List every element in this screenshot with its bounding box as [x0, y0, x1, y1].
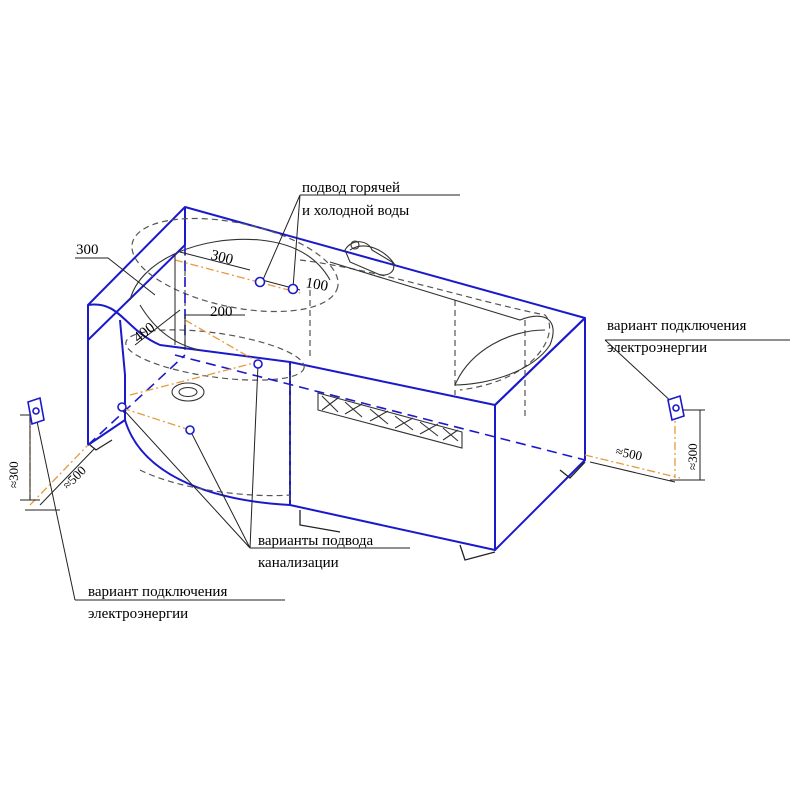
label-hot-cold-line2: и холодной воды [302, 203, 409, 219]
right-end-panel [494, 317, 586, 551]
cold-water-point [287, 283, 299, 295]
left-end-panel [87, 206, 186, 341]
label-drain-line1: варианты подвода [258, 533, 374, 549]
inner-basin-left [131, 217, 339, 313]
label-power-right-line1: вариант подключения [607, 318, 746, 334]
label-hot-cold-line1: подвод горячей [302, 180, 400, 196]
feet [89, 439, 586, 561]
curved-front-panel [124, 419, 291, 506]
power-socket-left [27, 396, 45, 426]
mixer-fixture [344, 240, 395, 276]
hot-water-point [254, 276, 266, 288]
drain-point-3 [253, 359, 263, 369]
bathtub-body [87, 206, 586, 551]
leader-power-left [34, 411, 285, 601]
inner-contours [129, 238, 554, 386]
left-panel-face [87, 305, 126, 446]
orange-dimension-lines [29, 259, 681, 506]
label-drain-line2: канализации [258, 555, 339, 571]
front-panel [289, 362, 496, 551]
dim-100: 100 [304, 275, 329, 295]
drain-fixture [171, 382, 205, 402]
reference-lines [87, 207, 586, 461]
dim-300-left-vertical: ≈300 [6, 461, 21, 488]
label-power-right-line2: электроэнергии [607, 340, 707, 356]
label-power-left-line2: электроэнергии [88, 606, 188, 622]
front-grille [317, 392, 463, 449]
leader-hot-cold [261, 194, 460, 289]
inner-basin-lower [125, 329, 305, 381]
drain-point-1 [117, 402, 127, 412]
dim-300-inner: 300 [209, 247, 235, 268]
dim-300-top: 300 [76, 242, 99, 258]
dim-500-right: ≈500 [614, 443, 643, 463]
power-socket-right [667, 394, 685, 422]
connection-points [117, 276, 299, 435]
drain-point-2 [185, 425, 195, 435]
leader-power-right [604, 339, 790, 406]
dim-500-left: ≈500 [60, 463, 89, 492]
front-top-edge [87, 303, 496, 406]
dim-300-right-vertical: ≈300 [685, 443, 700, 470]
label-power-left-line1: вариант подключения [88, 584, 227, 600]
hidden-lines [125, 217, 551, 500]
leader-drain [121, 364, 410, 549]
dimension-lines [20, 194, 790, 601]
headrest-right [454, 329, 546, 386]
dim-200: 200 [210, 304, 233, 320]
